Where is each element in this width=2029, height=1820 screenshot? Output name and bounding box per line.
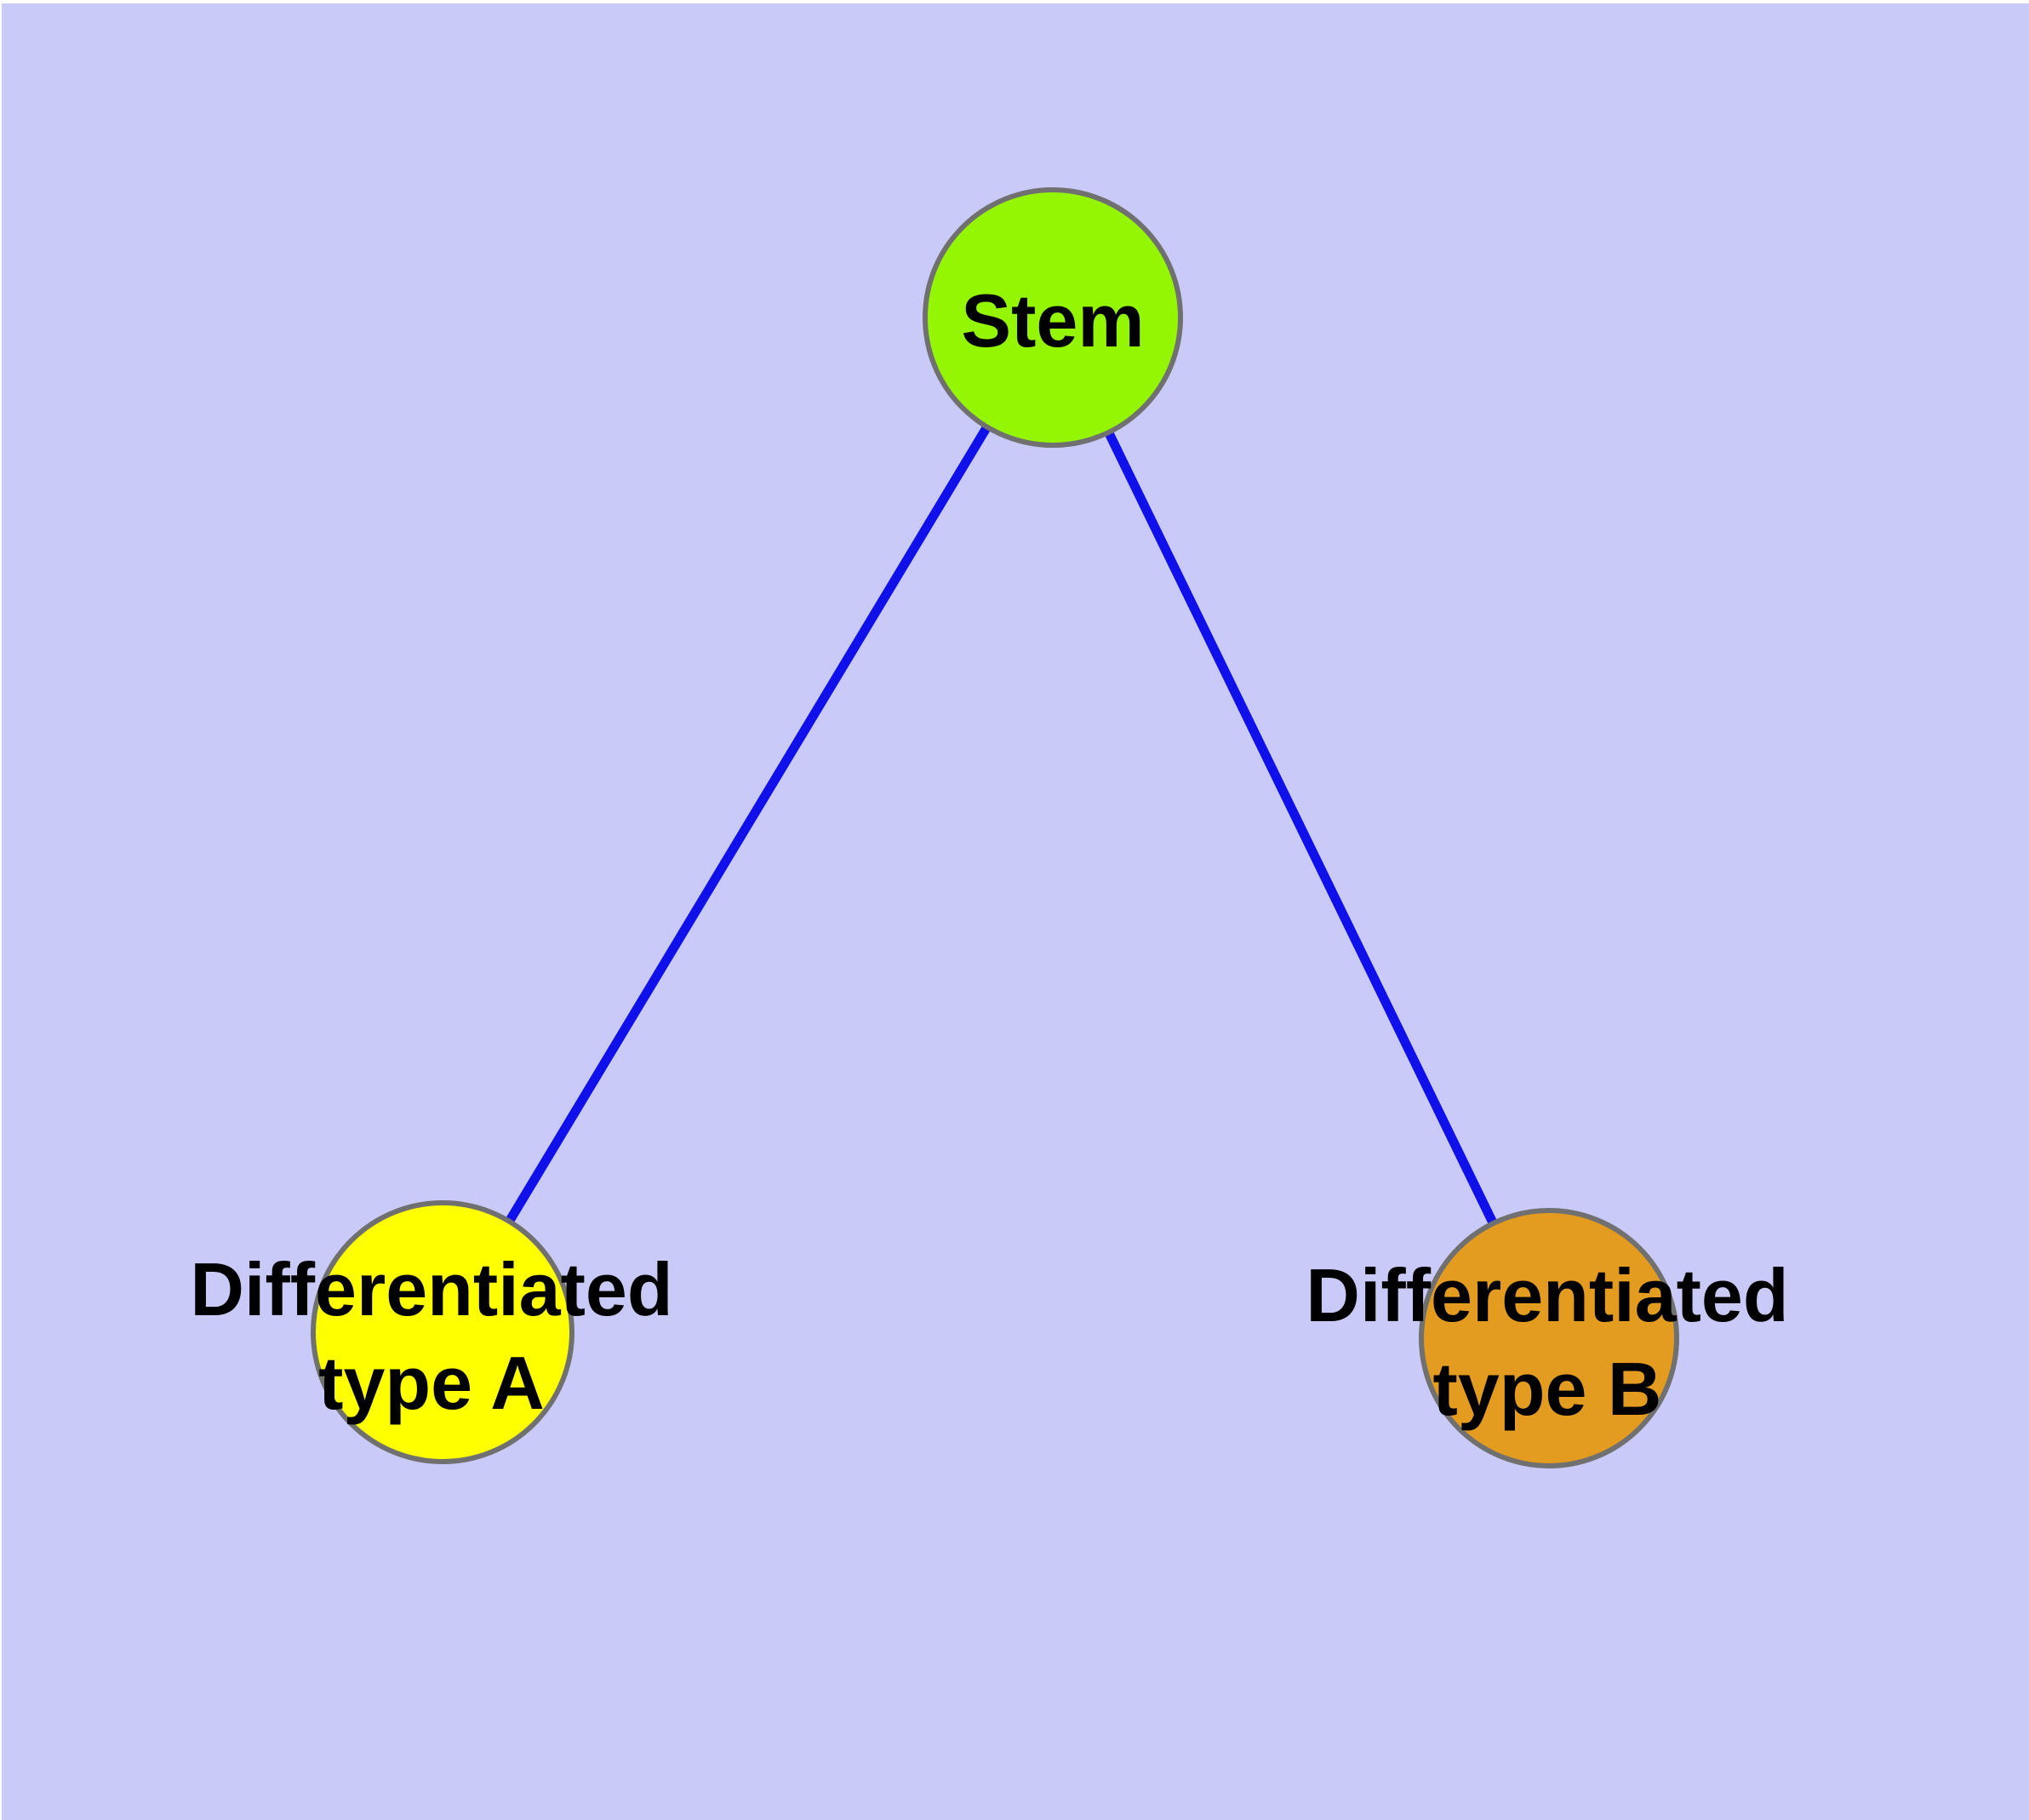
node-stem-circle xyxy=(923,187,1183,448)
edge-stem-to-type-b xyxy=(1049,315,1553,1341)
edge-stem-to-type-a xyxy=(438,315,1057,1335)
node-type-a-circle xyxy=(311,1200,574,1464)
node-type-b-circle xyxy=(1419,1208,1679,1468)
